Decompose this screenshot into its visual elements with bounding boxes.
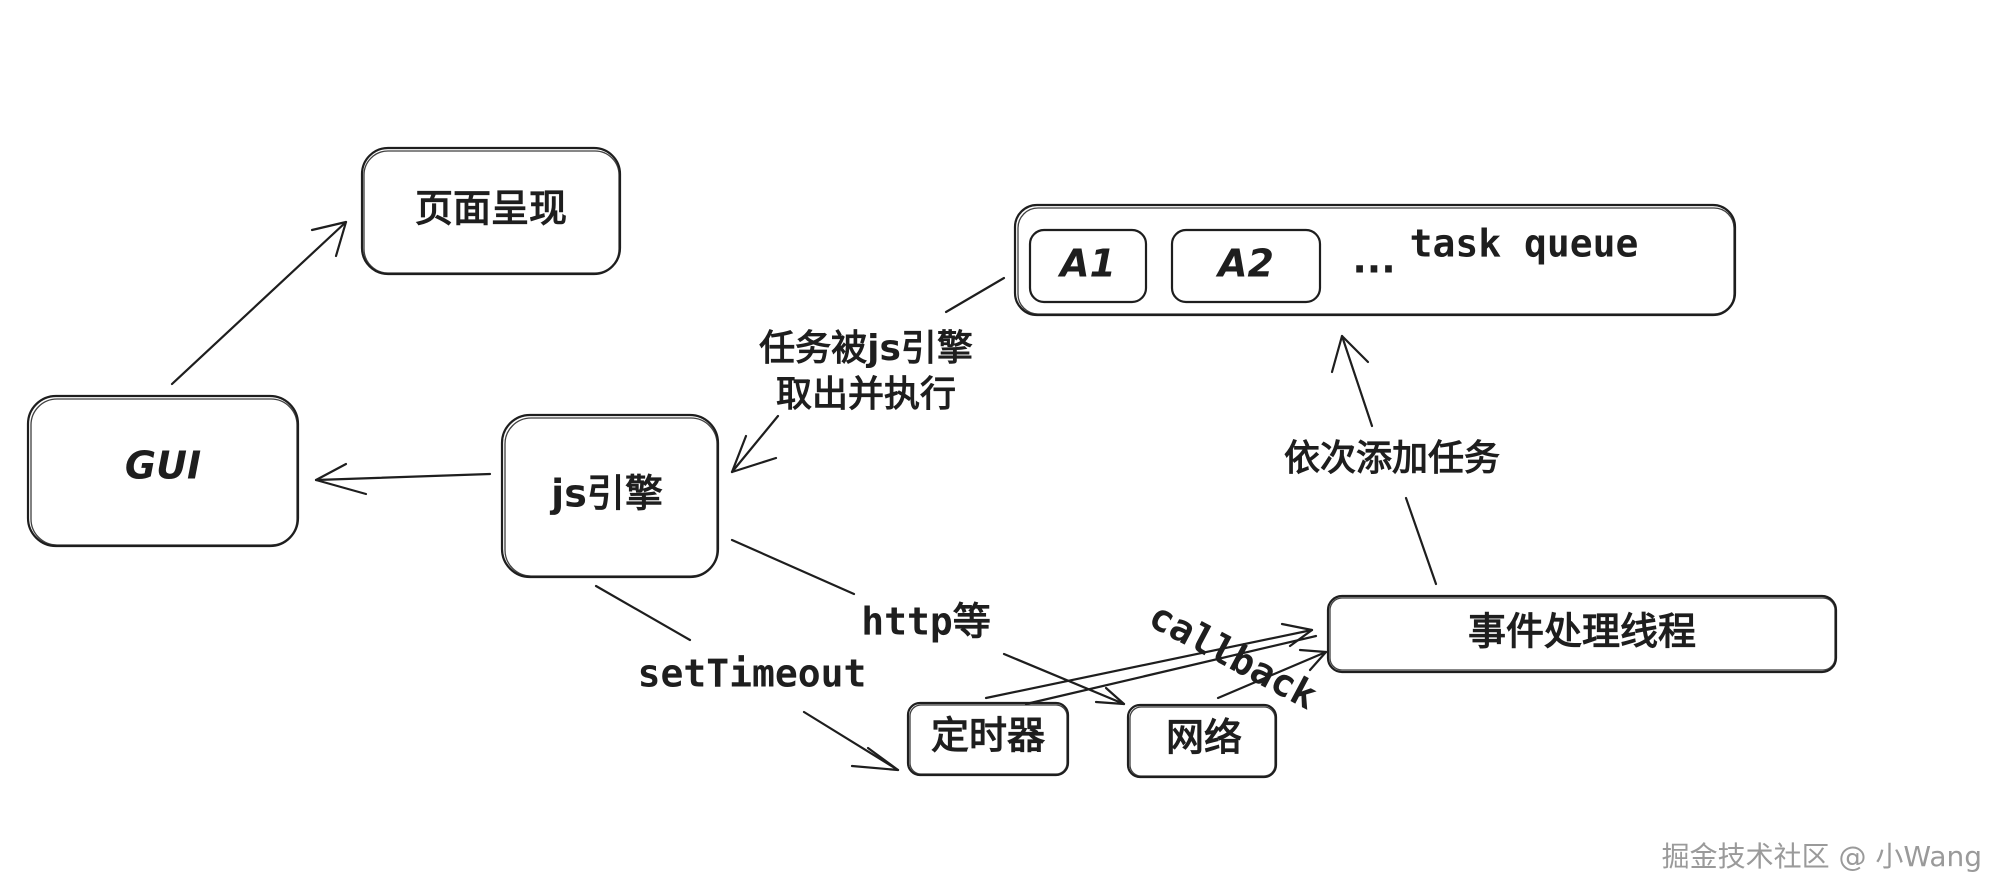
network-label: 网络 [1166, 716, 1242, 760]
arrow-js-engine-to-network [730, 538, 1126, 706]
task-queue-ellipsis: ... [1352, 238, 1395, 282]
arrow-js-engine-to-timer [594, 584, 900, 772]
event-thread-label: 事件处理线程 [1468, 610, 1696, 654]
watermark: 掘金技术社区 @ 小Wang [1662, 840, 1982, 873]
callback-label: callback [1142, 593, 1324, 718]
gui-label: GUI [125, 444, 201, 488]
page-render-node: 页面呈现 [360, 146, 622, 276]
network-node: 网络 [1126, 703, 1278, 779]
js-engine-label: js引擎 [549, 472, 663, 516]
page-render-label: 页面呈现 [415, 187, 567, 231]
arrow-js-engine-to-gui [314, 462, 492, 496]
arrow-task-queue-to-js-engine [730, 276, 1006, 474]
task-queue-label: task queue [1410, 222, 1639, 266]
timer-label: 定时器 [931, 714, 1046, 758]
task-item-a1: A1 [1028, 228, 1148, 304]
arrow-network-to-event-thread [1216, 648, 1328, 700]
gui-node: GUI [26, 394, 300, 548]
arrow-gui-to-page-render [170, 220, 348, 386]
take-task-label-line2: 取出并执行 [776, 374, 956, 415]
task-item-a2: A2 [1170, 228, 1322, 304]
task-queue-node: A1 A2 ... task queue [1013, 203, 1737, 317]
timer-node: 定时器 [906, 701, 1070, 777]
task-item-a1-label: A1 [1057, 242, 1116, 286]
arrow-timer-to-event-thread-echo [1024, 634, 1318, 706]
arrow-event-thread-to-task-queue [1330, 334, 1438, 586]
arrow-timer-to-event-thread [984, 622, 1314, 700]
js-engine-node: js引擎 [500, 413, 720, 579]
event-thread-node: 事件处理线程 [1326, 594, 1838, 674]
add-task-label: 依次添加任务 [1284, 438, 1500, 479]
task-item-a2-label: A2 [1215, 242, 1274, 286]
settimeout-label: setTimeout [638, 652, 867, 696]
take-task-label-line1: 任务被js引擎 [759, 328, 973, 369]
http-label: http等 [861, 600, 991, 644]
